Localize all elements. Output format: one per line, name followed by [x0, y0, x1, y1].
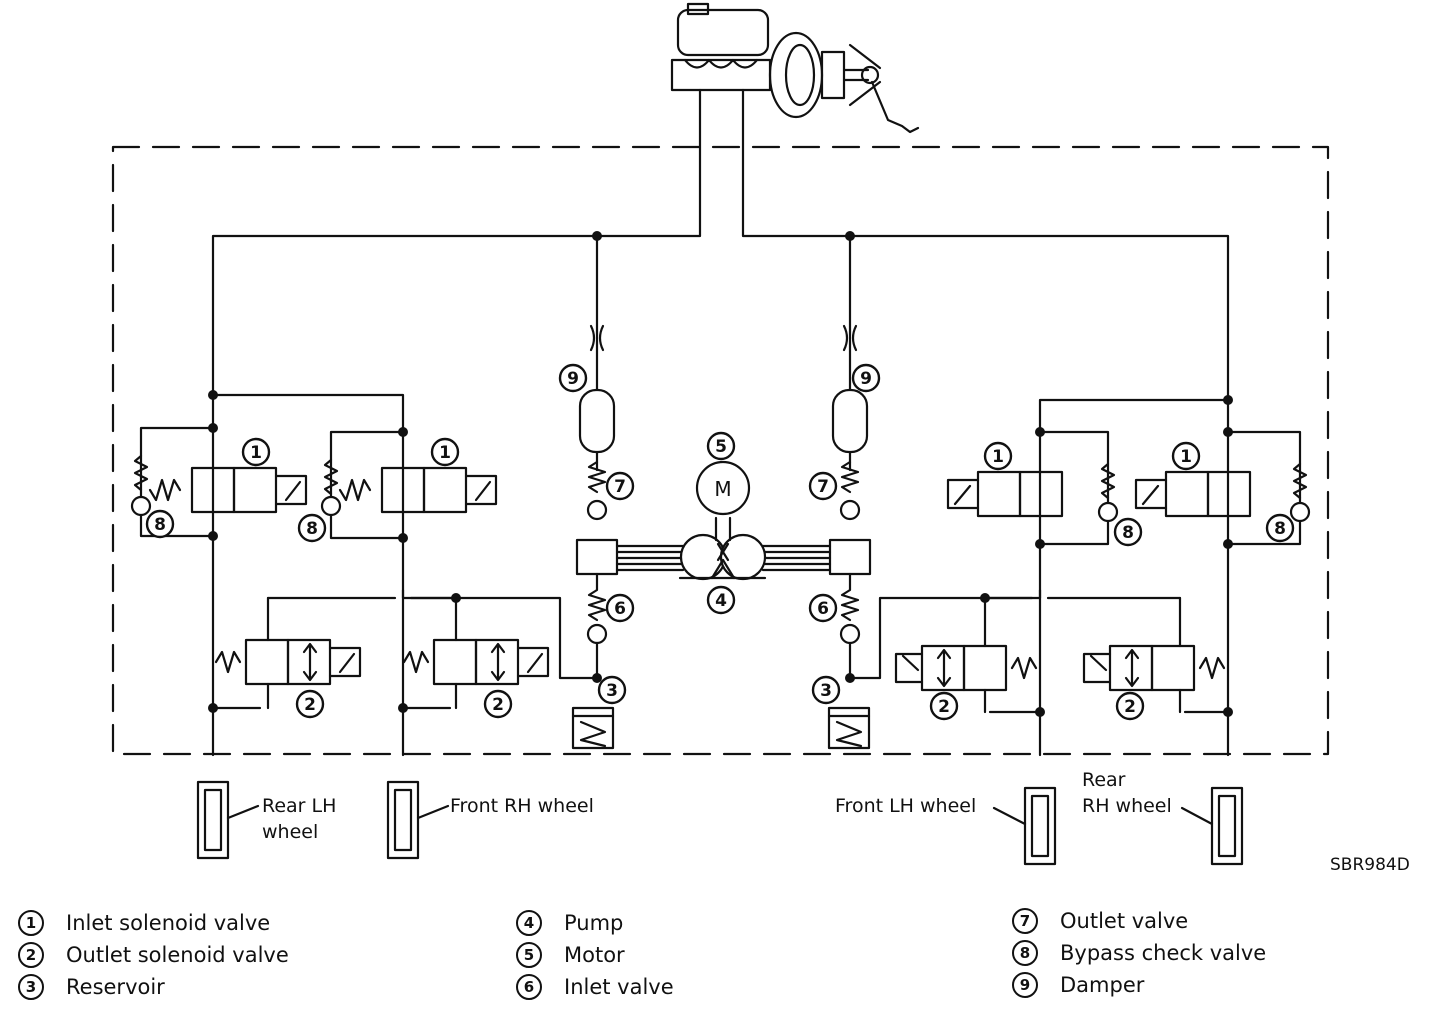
legend-number: 6 [516, 974, 542, 1000]
legend-number: 5 [516, 942, 542, 968]
rear-lh-wheel-label-line1: Rear LH [262, 795, 336, 817]
legend-label: Damper [1060, 973, 1145, 997]
rear-rh-wheel-label-line1: Rear [1082, 769, 1126, 791]
callout-number: 2 [304, 695, 316, 715]
callout-number: 8 [154, 515, 166, 535]
callout-markers: 1 1 1 1 2 2 2 2 3 3 4 5 6 6 7 7 8 8 8 8 9 9 [145, 363, 1295, 721]
motor-label: M [714, 477, 731, 501]
callout-number: 2 [1124, 697, 1136, 717]
callout-number: 1 [1180, 447, 1192, 467]
legend-label: Outlet solenoid valve [66, 943, 289, 967]
legend-label: Bypass check valve [1060, 941, 1267, 965]
callout-circle [558, 363, 588, 393]
inlet-solenoid-valve-left-front [946, 430, 1110, 546]
legend-label: Inlet valve [564, 975, 674, 999]
callout-circle [145, 509, 175, 539]
legend-number: 7 [1012, 908, 1038, 934]
wheel-cylinder-front-lh [992, 786, 1057, 866]
callout-number: 1 [250, 443, 262, 463]
legend-number: 4 [516, 910, 542, 936]
callout-number: 1 [439, 443, 451, 463]
callout-number: 1 [992, 447, 1004, 467]
rear-rh-wheel-label-line2: RH wheel [1082, 795, 1172, 817]
outlet-solenoid-valve-left-rear [214, 596, 362, 710]
legend-number: 1 [18, 910, 44, 936]
motor-icon [695, 460, 751, 516]
callout-number: 3 [606, 681, 618, 701]
figure-code: SBR984D [1330, 855, 1410, 875]
callout-circle [1171, 441, 1201, 471]
supply-line-right [741, 88, 1230, 757]
rear-lh-wheel-label-line2: wheel [262, 821, 318, 843]
wheel-cylinder-front-rh [386, 780, 450, 860]
supply-line-left [211, 88, 702, 757]
legend-label: Motor [564, 943, 625, 967]
inlet-solenoid-valve-right-front [329, 430, 498, 540]
callout-circle [430, 437, 460, 467]
outlet-solenoid-valve-right-front [402, 596, 550, 710]
callout-circle [1265, 513, 1295, 543]
legend-number: 9 [1012, 972, 1038, 998]
callout-circle [241, 437, 271, 467]
outlet-solenoid-valve-left-front [894, 596, 1038, 714]
reservoir-right-icon [827, 706, 871, 750]
callout-number: 9 [860, 369, 872, 389]
callout-circle [706, 431, 736, 461]
callout-number: 6 [817, 599, 829, 619]
callout-number: 2 [938, 697, 950, 717]
legend-number: 2 [18, 942, 44, 968]
reservoir-left-icon [571, 706, 615, 750]
legend: 1 Inlet solenoid valve 2 Outlet solenoid… [0, 900, 1456, 1010]
callout-circle [297, 513, 327, 543]
callout-circle [295, 689, 325, 719]
callout-circle [808, 471, 838, 501]
callout-circle [1115, 691, 1145, 721]
callout-number: 8 [1274, 519, 1286, 539]
callout-circle [605, 471, 635, 501]
callout-number: 7 [614, 477, 626, 497]
abs-hydraulic-diagram: 1 1 1 1 2 2 2 2 3 3 4 5 6 6 7 7 8 8 8 8 9 9 M Rear LH wheel F… [111, 2, 1410, 875]
wheel-cylinder-rear-lh [196, 780, 260, 860]
callout-number: 6 [614, 599, 626, 619]
callout-number: 3 [820, 681, 832, 701]
callout-circle [808, 593, 838, 623]
callout-number: 7 [817, 477, 829, 497]
callout-number: 5 [715, 437, 727, 457]
callout-circle [851, 363, 881, 393]
junction-dots [208, 231, 1233, 717]
legend-label: Pump [564, 911, 624, 935]
front-rh-wheel-label: Front RH wheel [450, 795, 594, 817]
outlet-solenoid-valve-right-rear [1082, 596, 1226, 714]
legend-number: 3 [18, 974, 44, 1000]
callout-circle [597, 675, 627, 705]
callout-circle [983, 441, 1013, 471]
legend-label: Reservoir [66, 975, 165, 999]
callout-number: 4 [715, 591, 727, 611]
callout-circle [605, 593, 635, 623]
callout-circle [483, 689, 513, 719]
legend-number: 8 [1012, 940, 1038, 966]
legend-label: Inlet solenoid valve [66, 911, 271, 935]
front-lh-wheel-label: Front LH wheel [835, 795, 976, 817]
callout-number: 8 [1122, 523, 1134, 543]
legend-label: Outlet valve [1060, 909, 1189, 933]
control-unit-boundary [111, 145, 1330, 756]
callout-circle [1113, 517, 1143, 547]
callout-number: 9 [567, 369, 579, 389]
callout-number: 2 [492, 695, 504, 715]
callout-circle [706, 585, 736, 615]
callout-number: 8 [306, 519, 318, 539]
callout-circle [929, 691, 959, 721]
master-cylinder-icon [670, 2, 920, 134]
callout-circle [811, 675, 841, 705]
wheel-cylinder-rear-rh [1180, 786, 1244, 866]
